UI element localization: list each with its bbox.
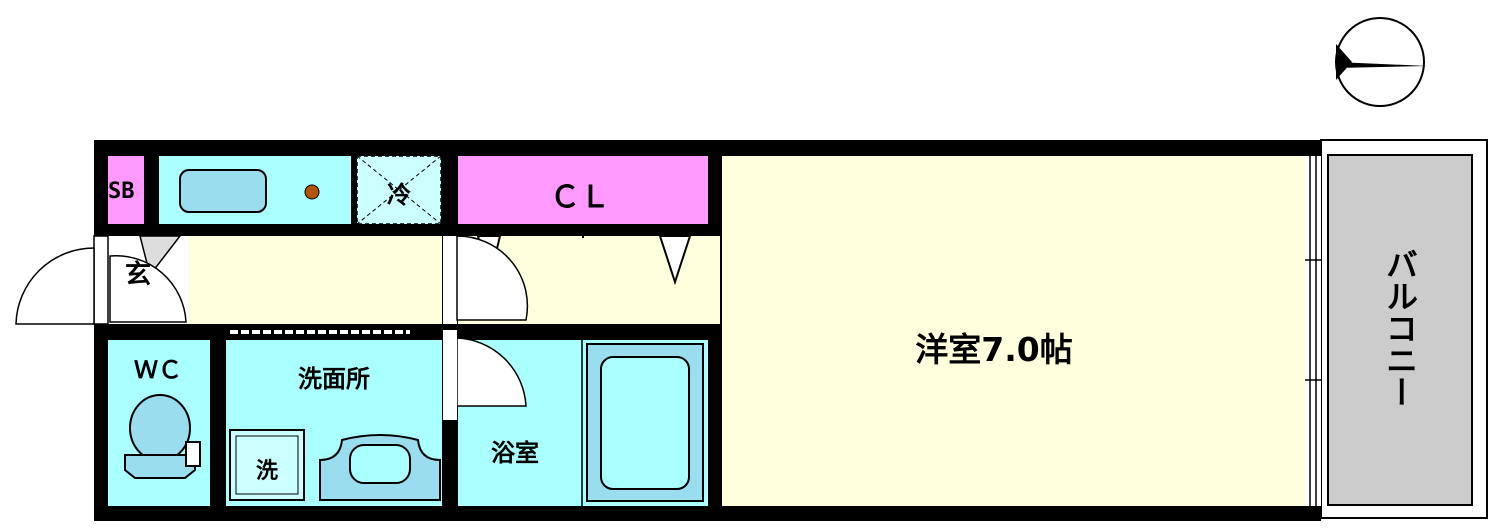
bath-door-swing (456, 337, 527, 407)
front-door (15, 235, 109, 325)
closet (458, 156, 708, 224)
entrance-label: 玄 (125, 259, 151, 290)
washer-label: 洗 (256, 459, 278, 484)
toilet-label: ＷＣ (134, 356, 182, 384)
entry-door-swing (109, 254, 187, 323)
hall-door-swing (456, 235, 529, 321)
stove-knob (304, 184, 320, 200)
washroom-label: 洗面所 (298, 365, 370, 393)
western-room-label: 洋室7.0帖 (915, 330, 1072, 369)
balcony-window (1305, 156, 1321, 506)
western-room (722, 156, 1305, 506)
hallway (108, 236, 720, 324)
toilet-icon (124, 394, 201, 479)
shoe-box-label: SB (108, 179, 135, 204)
fridge-label: 冷 (387, 181, 411, 209)
closet-label: ＣＬ (550, 180, 610, 215)
washbasin-icon (319, 434, 441, 501)
compass-north-icon (1335, 17, 1428, 107)
kitchen-sink-icon (179, 169, 267, 213)
balcony-label: バルコニー (1381, 248, 1419, 408)
bathroom-label: 浴室 (491, 439, 539, 467)
fridge-space: 冷 (356, 155, 442, 225)
shoe-box (108, 156, 144, 224)
washer-pan: 洗 (229, 429, 305, 501)
balcony: バルコニー (1320, 139, 1488, 519)
